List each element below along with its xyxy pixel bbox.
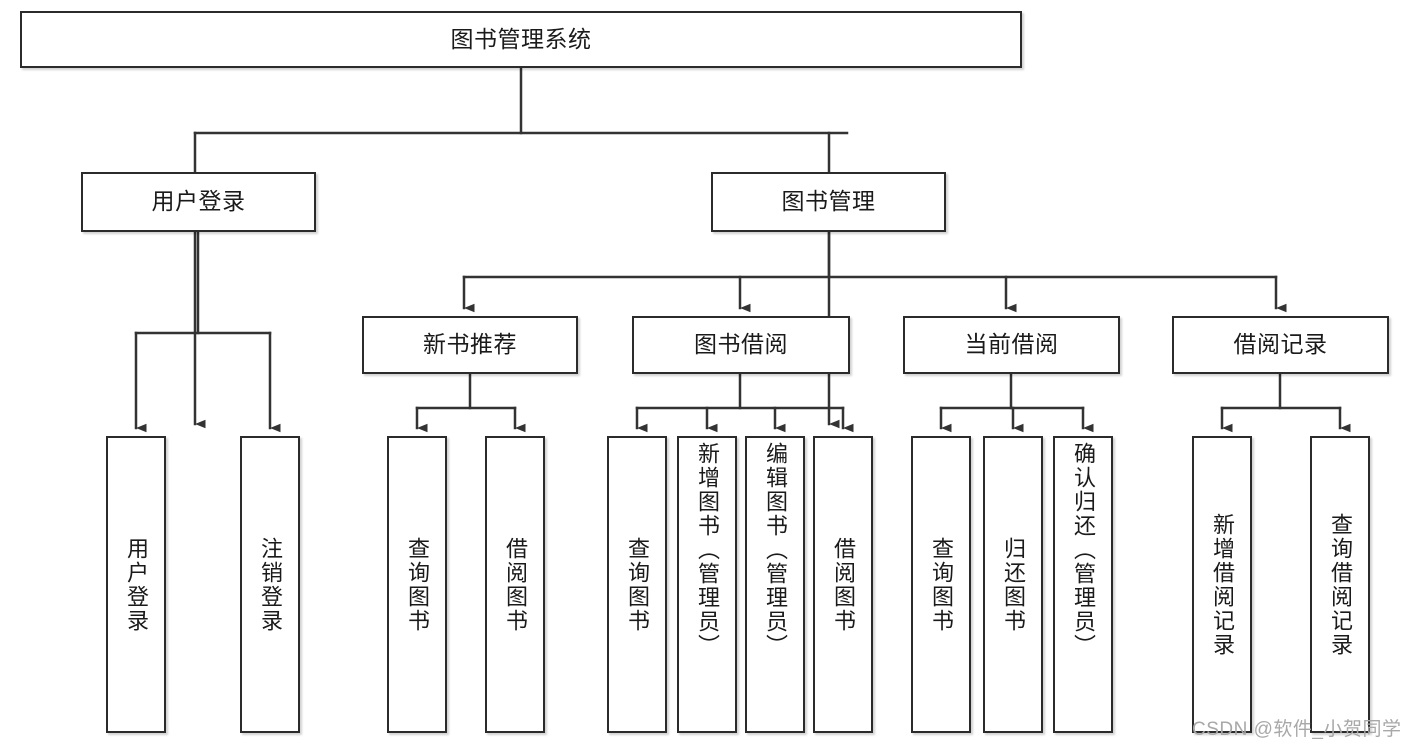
node-root-system[interactable]: 图书管理系统 <box>20 11 1022 68</box>
node-leaf-add-book-label: 新增图书（管理员） <box>695 442 720 658</box>
node-leaf-return-book[interactable]: 归还图书 <box>983 436 1043 733</box>
node-leaf-logout-label: 注销登录 <box>258 536 283 633</box>
node-borrow-record[interactable]: 借阅记录 <box>1172 316 1389 374</box>
node-leaf-query-book-3-label: 查询图书 <box>929 536 954 633</box>
node-leaf-confirm-return-label: 确认归还（管理员） <box>1071 442 1096 658</box>
watermark-text: CSDN @软件_小贺同学 <box>1192 719 1402 740</box>
node-book-management[interactable]: 图书管理 <box>711 172 946 232</box>
node-leaf-add-record[interactable]: 新增借阅记录 <box>1192 436 1252 733</box>
node-book-borrow[interactable]: 图书借阅 <box>632 316 850 374</box>
node-leaf-logout[interactable]: 注销登录 <box>240 436 300 733</box>
node-leaf-borrow-book-2-label: 借阅图书 <box>831 536 856 633</box>
node-leaf-add-record-label: 新增借阅记录 <box>1210 512 1235 657</box>
node-user-login[interactable]: 用户登录 <box>81 172 316 232</box>
connector-new-book-to-leaves <box>415 372 526 433</box>
node-current-borrow[interactable]: 当前借阅 <box>903 316 1120 374</box>
node-leaf-query-book-1[interactable]: 查询图书 <box>387 436 447 733</box>
node-leaf-query-record-label: 查询借阅记录 <box>1328 512 1353 657</box>
node-leaf-borrow-book-2[interactable]: 借阅图书 <box>813 436 873 733</box>
node-leaf-edit-book[interactable]: 编辑图书（管理员） <box>745 436 805 733</box>
node-leaf-user-login-label: 用户登录 <box>124 536 149 633</box>
node-leaf-confirm-return[interactable]: 确认归还（管理员） <box>1053 436 1113 733</box>
node-book-management-label: 图书管理 <box>781 188 876 215</box>
node-leaf-query-book-3[interactable]: 查询图书 <box>911 436 971 733</box>
node-leaf-query-book-2[interactable]: 查询图书 <box>607 436 667 733</box>
node-leaf-query-record[interactable]: 查询借阅记录 <box>1310 436 1370 733</box>
connector-borrow-record-to-leaves <box>1220 372 1351 433</box>
node-borrow-record-label: 借阅记录 <box>1233 331 1328 358</box>
node-leaf-return-book-label: 归还图书 <box>1001 536 1026 633</box>
connector-book-borrow-to-leaves <box>635 372 854 433</box>
connector-current-borrow-to-leaves <box>939 372 1094 433</box>
node-leaf-borrow-book-1-label: 借阅图书 <box>503 536 528 633</box>
connector-user-login-to-leaves <box>134 230 281 433</box>
node-user-login-label: 用户登录 <box>151 188 246 215</box>
node-leaf-add-book[interactable]: 新增图书（管理员） <box>677 436 737 733</box>
node-leaf-query-book-1-label: 查询图书 <box>405 536 430 633</box>
node-current-borrow-label: 当前借阅 <box>964 331 1059 358</box>
node-leaf-user-login[interactable]: 用户登录 <box>106 436 166 733</box>
node-book-borrow-label: 图书借阅 <box>694 331 788 358</box>
node-leaf-borrow-book-1[interactable]: 借阅图书 <box>485 436 545 733</box>
connector-book-management-to-level3 <box>462 230 1287 313</box>
node-new-book-recommend[interactable]: 新书推荐 <box>362 316 578 374</box>
node-leaf-edit-book-label: 编辑图书（管理员） <box>763 442 788 658</box>
node-new-book-recommend-label: 新书推荐 <box>423 331 517 358</box>
node-leaf-query-book-2-label: 查询图书 <box>625 536 650 633</box>
node-root-label: 图书管理系统 <box>450 25 592 52</box>
